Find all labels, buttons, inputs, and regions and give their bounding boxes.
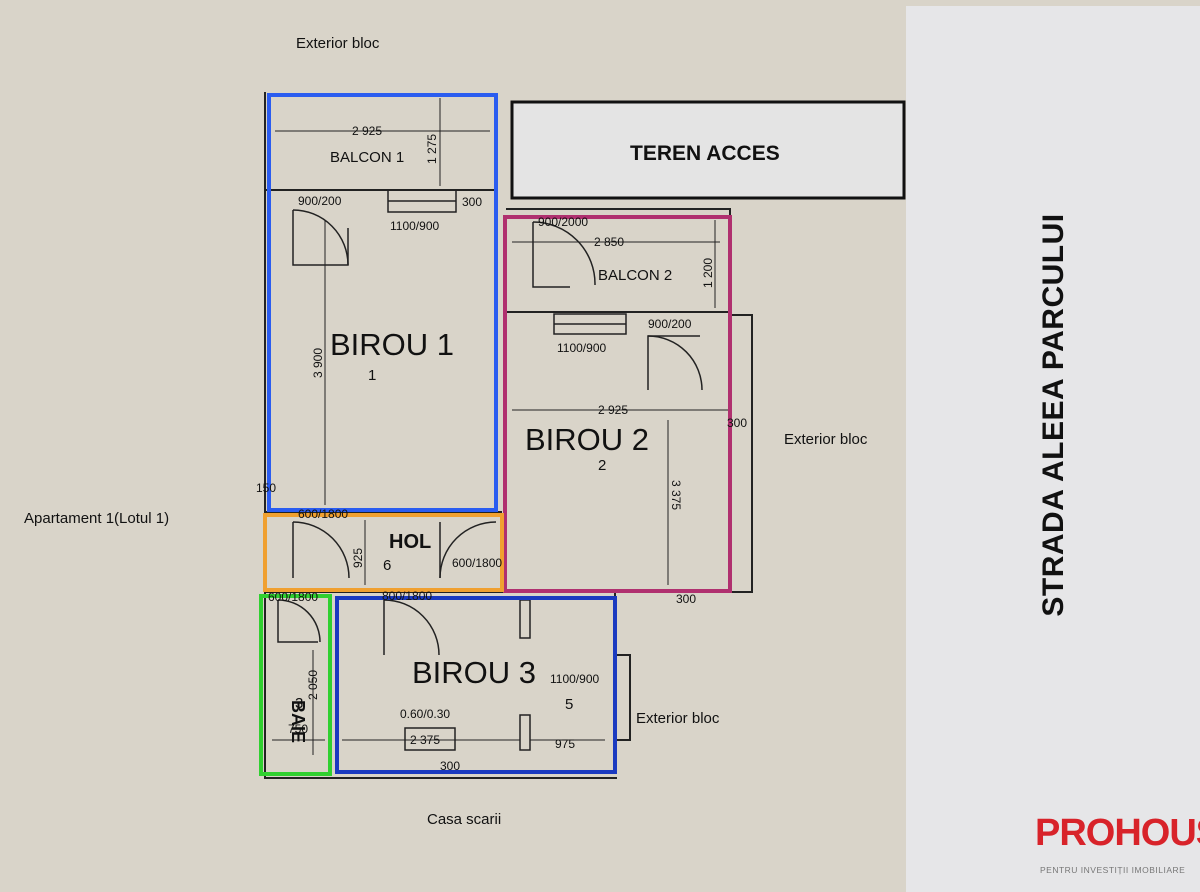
dim-b1-wall: 300 bbox=[462, 195, 482, 209]
dim-b1-side: 150 bbox=[256, 481, 276, 495]
baie-number: 3 bbox=[295, 695, 303, 712]
dim-b3-window: 1100/900 bbox=[550, 672, 599, 686]
hol-name: HOL bbox=[389, 531, 431, 553]
access-label: TEREN ACCES bbox=[630, 142, 780, 165]
access-area bbox=[510, 100, 906, 200]
dim-hol-height: 925 bbox=[351, 548, 365, 568]
dim-baie-height: 2 050 bbox=[306, 670, 320, 700]
dim-b3-col: 0.60/0.30 bbox=[400, 707, 450, 721]
dim-baie-door: 600/1800 bbox=[268, 590, 318, 604]
birou1-outline bbox=[267, 93, 498, 512]
birou1-number: 1 bbox=[368, 367, 376, 384]
dim-b1-height: 3 900 bbox=[311, 348, 325, 378]
dim-b3-right: 975 bbox=[555, 737, 575, 751]
windows bbox=[387, 189, 627, 751]
stairs-label: Casa scarii bbox=[427, 811, 501, 828]
door-swings bbox=[277, 209, 703, 656]
dim-b1-width: 2 925 bbox=[352, 124, 382, 138]
street-strip bbox=[906, 6, 1200, 892]
birou2-number: 2 bbox=[598, 457, 606, 474]
dim-b2-balcony-width: 2 850 bbox=[594, 235, 624, 249]
dim-b3-width: 2 375 bbox=[410, 733, 440, 747]
dim-b1-balcony-depth: 1 275 bbox=[425, 134, 439, 164]
balcon2-name: BALCON 2 bbox=[598, 267, 672, 284]
dim-b2-door: 900/200 bbox=[648, 317, 692, 331]
exterior-bottom-right-label: Exterior bloc bbox=[636, 710, 720, 727]
birou2-outline bbox=[503, 215, 732, 593]
dim-hol-bottom-door: 800/1800 bbox=[382, 589, 432, 603]
dim-b1-bottom-door: 600/1800 bbox=[298, 507, 348, 521]
baie-outline bbox=[259, 594, 332, 776]
dim-b2-balcony-depth: 1 200 bbox=[701, 258, 715, 288]
dim-b1-door: 900/200 bbox=[298, 194, 342, 208]
dim-b2-width: 2 925 bbox=[598, 403, 628, 417]
birou3-outline bbox=[335, 596, 617, 774]
baie-name: BAIE bbox=[288, 700, 308, 743]
hol-outline bbox=[263, 513, 504, 592]
apartment-label: Apartament 1(Lotul 1) bbox=[24, 510, 169, 527]
dim-b2-wall-right: 300 bbox=[727, 416, 747, 430]
dim-baie-width: 750 bbox=[288, 722, 308, 736]
dim-b2-window: 1100/900 bbox=[557, 341, 606, 355]
exterior-top-label: Exterior bloc bbox=[296, 35, 380, 52]
birou2-name: BIROU 2 bbox=[525, 422, 649, 457]
dim-b2-wall-bottom: 300 bbox=[676, 592, 696, 606]
exterior-right-label: Exterior bloc bbox=[784, 431, 868, 448]
prohouse-tagline: PENTRU INVESTIȚII IMOBILIARE bbox=[1040, 865, 1186, 875]
prohouse-logo: PROHOUSE bbox=[1035, 812, 1200, 854]
dim-b1-window: 1100/900 bbox=[390, 219, 439, 233]
dim-hol-door: 600/1800 bbox=[452, 556, 502, 570]
birou1-name: BIROU 1 bbox=[330, 327, 454, 362]
balcon1-name: BALCON 1 bbox=[330, 149, 404, 166]
dim-b3-bottom: 300 bbox=[440, 759, 460, 773]
dim-b2-height: 3 375 bbox=[669, 480, 683, 510]
birou3-number: 5 bbox=[565, 696, 573, 713]
dim-b2-balcony-door: 900/2000 bbox=[538, 215, 588, 229]
birou3-name: BIROU 3 bbox=[412, 655, 536, 690]
hol-number: 6 bbox=[383, 557, 391, 574]
dimension-lines bbox=[272, 98, 728, 755]
